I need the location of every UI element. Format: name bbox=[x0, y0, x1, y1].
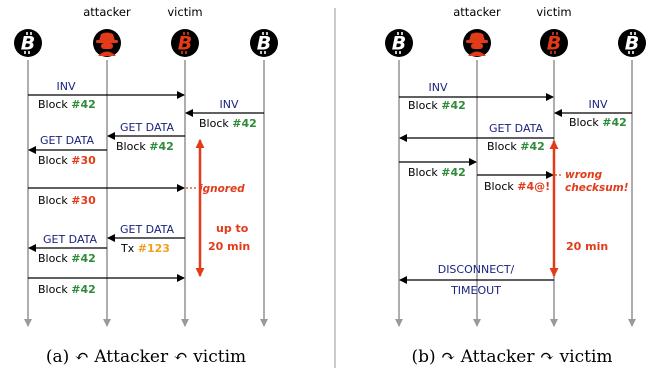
msg-inv-1: INV bbox=[57, 80, 76, 93]
header-attacker: attacker bbox=[453, 5, 501, 19]
bitcoin-icon bbox=[539, 28, 569, 58]
bitcoin-icon bbox=[384, 28, 414, 58]
label-20min: 20 min bbox=[566, 240, 608, 253]
msg-block-42-1: Block #42 bbox=[38, 98, 96, 111]
bitcoin-icon bbox=[170, 28, 200, 58]
bitcoin-icon bbox=[617, 28, 647, 58]
msg-block-42-2: Block #42 bbox=[199, 117, 257, 130]
msg-getdata-3: GET DATA bbox=[120, 223, 175, 236]
msg-getdata-2: GET DATA bbox=[40, 134, 95, 147]
bitcoin-icon bbox=[249, 28, 279, 58]
msg-inv-2: INV bbox=[589, 98, 608, 111]
label-upto: up to bbox=[216, 222, 249, 235]
msg-block-42-4: Block #42 bbox=[38, 252, 96, 265]
hacker-icon bbox=[93, 29, 121, 57]
hacker-icon bbox=[463, 29, 491, 57]
header-attacker: attacker bbox=[83, 5, 131, 19]
msg-inv-2: INV bbox=[220, 98, 239, 111]
label-wrong: wrong bbox=[565, 169, 603, 181]
bitcoin-icon bbox=[13, 28, 43, 58]
msg-inv-1: INV bbox=[429, 81, 448, 94]
msg-block-bad: Block #4@! bbox=[484, 180, 550, 193]
msg-block-42-4: Block #42 bbox=[408, 166, 466, 179]
msg-disconnect: DISCONNECT/ bbox=[438, 263, 515, 276]
msg-block-30-1: Block #30 bbox=[38, 154, 96, 167]
panel-b: attacker victim INV Block #42 INV Block … bbox=[384, 5, 647, 367]
caption-b: (b) ↷ Attacker ↷ victim bbox=[411, 347, 612, 367]
msg-block-30-2: Block #30 bbox=[38, 194, 96, 207]
msg-block-42-3: Block #42 bbox=[116, 140, 174, 153]
msg-getdata-1: GET DATA bbox=[120, 121, 175, 134]
msg-tx-123: Tx #123 bbox=[120, 242, 170, 255]
msg-block-42-5: Block #42 bbox=[38, 283, 96, 296]
panel-a: attacker victim INV Block #42 INV Block … bbox=[13, 5, 279, 367]
msg-block-42-3: Block #42 bbox=[487, 140, 545, 153]
msg-getdata-1: GET DATA bbox=[489, 122, 544, 135]
label-ignored: ignored bbox=[199, 183, 245, 195]
header-victim: victim bbox=[167, 5, 202, 19]
label-checksum: checksum! bbox=[565, 182, 629, 194]
caption-a: (a) ↶ Attacker ↶ victim bbox=[46, 347, 246, 367]
msg-timeout: TIMEOUT bbox=[450, 284, 501, 297]
label-20min: 20 min bbox=[208, 240, 250, 253]
msg-block-42-2: Block #42 bbox=[569, 116, 627, 129]
header-victim: victim bbox=[536, 5, 571, 19]
msg-getdata-4: GET DATA bbox=[43, 233, 98, 246]
msg-block-42-1: Block #42 bbox=[408, 99, 466, 112]
